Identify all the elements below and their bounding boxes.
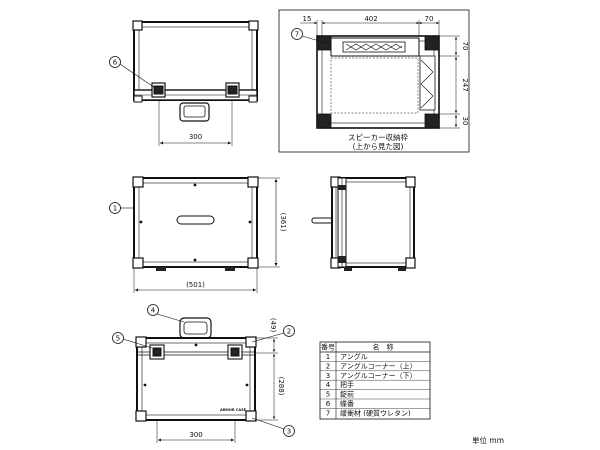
- table-row-name: 錠前: [340, 390, 354, 399]
- dim-inset-247: 247: [461, 78, 469, 91]
- dim-front-width: (501): [186, 281, 205, 289]
- dim-inset-15: 15: [303, 15, 312, 23]
- table-row-no: 4: [326, 381, 331, 389]
- dim-inset-70v: 70: [461, 42, 469, 51]
- table-header-no: 番号: [321, 344, 335, 352]
- dim-back-288: (288): [277, 377, 285, 396]
- table-row-no: 7: [326, 409, 330, 417]
- front-view: [109, 176, 280, 293]
- inset-caption-line2: (上から見た図): [353, 142, 404, 151]
- dim-inset-30: 30: [461, 117, 469, 126]
- side-view: [311, 176, 416, 271]
- dim-inset-70h: 70: [425, 15, 434, 23]
- table-row-name: アングルコーナー（上）: [340, 361, 417, 370]
- inset-frame: [278, 9, 470, 153]
- brand-plate: ARMOR CASE: [220, 408, 247, 412]
- dim-back-width: 300: [189, 431, 202, 439]
- table-row-no: 1: [326, 353, 330, 361]
- table-row-name: 蝶番: [340, 399, 354, 408]
- callout-4: 4: [151, 307, 156, 315]
- callout-1: 1: [113, 205, 117, 213]
- dim-inset-402: 402: [364, 15, 377, 23]
- callout-7: 7: [295, 31, 299, 39]
- inset-caption-line1: スピーカー収納枠: [348, 132, 408, 142]
- callout-3: 3: [287, 428, 291, 436]
- table-row-name: アングル: [340, 352, 368, 361]
- table-row-no: 5: [326, 391, 330, 399]
- table-row-no: 6: [326, 400, 331, 408]
- parts-table: [319, 341, 431, 420]
- callout-2: 2: [287, 328, 291, 336]
- unit-label: 単位 mm: [472, 435, 504, 445]
- table-row-name: 把手: [340, 380, 354, 389]
- dim-front-height: (361): [279, 213, 287, 232]
- callout-5: 5: [116, 335, 120, 343]
- dim-back-49: (49): [269, 318, 277, 333]
- table-header-name: 名 称: [373, 343, 394, 352]
- table-row-no: 2: [326, 362, 330, 370]
- table-row-no: 3: [326, 372, 330, 380]
- table-row-name: 緩衝材 (硬質ウレタン): [340, 408, 411, 417]
- table-row-name: アングルコーナー（下）: [340, 371, 417, 380]
- top-view: [109, 20, 259, 146]
- dim-width-top: 300: [189, 133, 202, 141]
- back-view: [112, 304, 295, 443]
- callout-6: 6: [113, 59, 118, 67]
